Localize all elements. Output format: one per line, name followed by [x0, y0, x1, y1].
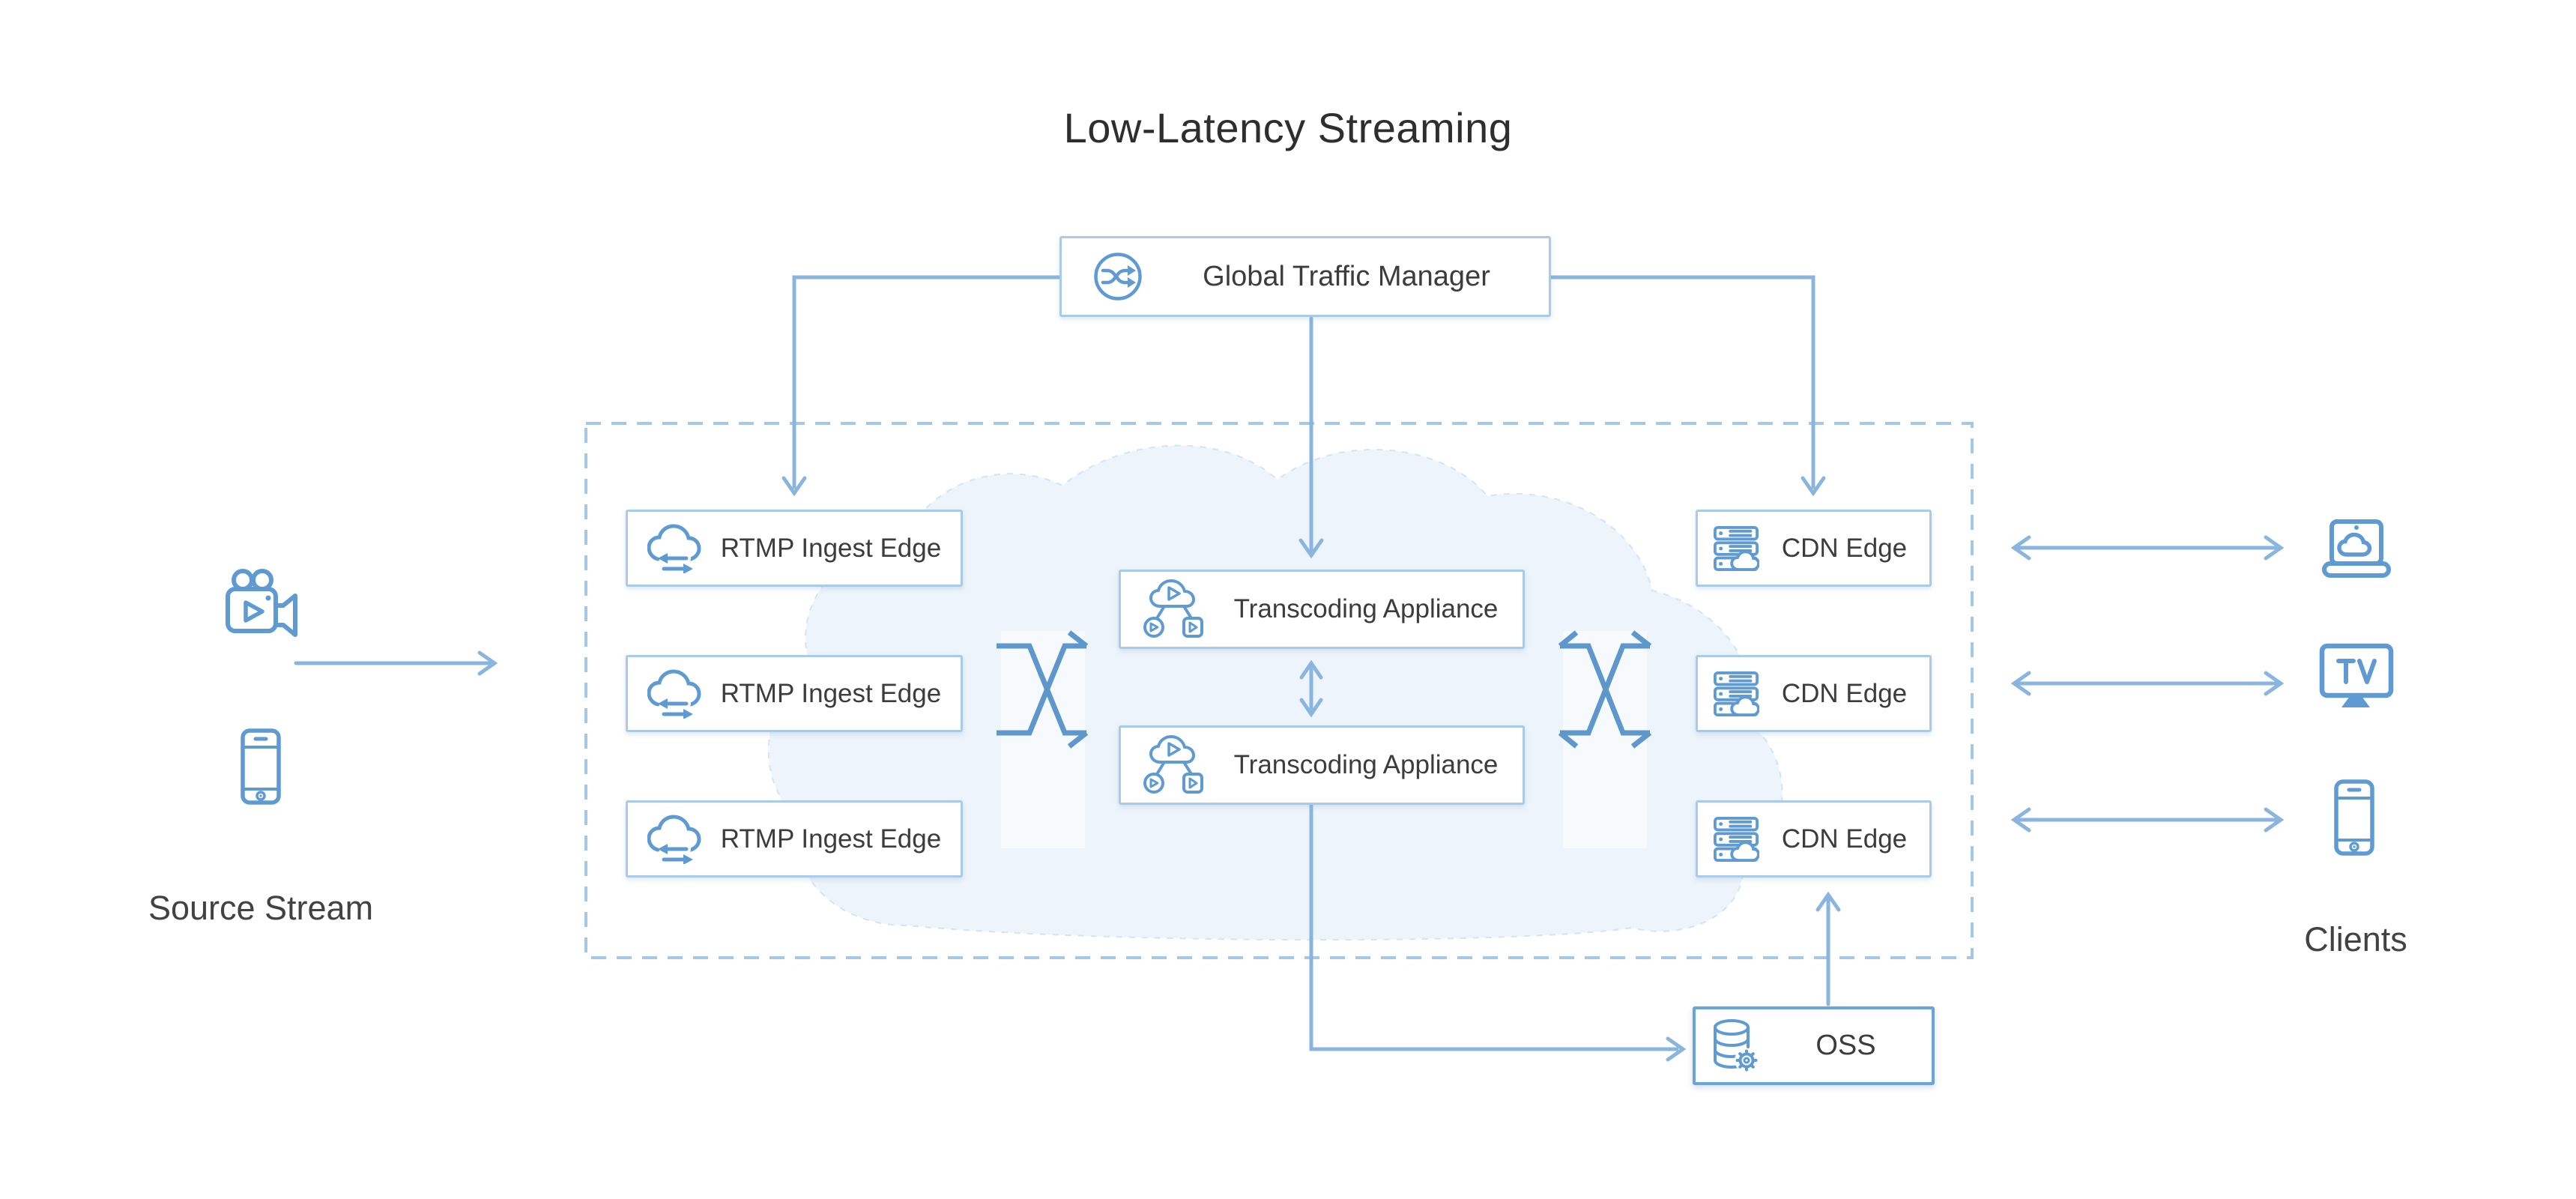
- cloud-transfer-icon: [647, 668, 701, 719]
- server-cloud-icon: [1713, 816, 1759, 863]
- cluster-dashed-border: [584, 422, 1974, 959]
- node-label: RTMP Ingest Edge: [720, 533, 942, 563]
- smartphone-icon: [2333, 779, 2375, 860]
- arrow-gtm-to-cdn1: [1551, 275, 1826, 497]
- source-stream-label: Source Stream: [148, 889, 374, 927]
- smartphone-icon: [240, 728, 282, 809]
- node-cdn-edge-3: CDN Edge: [1696, 800, 1932, 878]
- laptop-cloud-icon: [2315, 519, 2398, 585]
- crossbar-right-band: [1563, 631, 1647, 848]
- node-label: RTMP Ingest Edge: [720, 824, 942, 854]
- server-cloud-icon: [1713, 525, 1759, 572]
- node-label: Transcoding Appliance: [1233, 594, 1499, 623]
- shuffle-icon: [1092, 250, 1144, 303]
- crossover-right-icon: [1558, 630, 1652, 749]
- arrow-transcoding-bidirectional: [1299, 659, 1323, 718]
- node-global-traffic-manager: Global Traffic Manager: [1059, 236, 1551, 317]
- node-label: CDN Edge: [1781, 824, 1908, 854]
- arrow-gtm-to-rtmp1: [781, 275, 1059, 497]
- node-rtmp-ingest-edge-2: RTMP Ingest Edge: [626, 655, 963, 732]
- node-rtmp-ingest-edge-3: RTMP Ingest Edge: [626, 800, 963, 878]
- node-cdn-edge-2: CDN Edge: [1696, 655, 1932, 732]
- node-label: RTMP Ingest Edge: [720, 678, 942, 708]
- arrow-cdn3-to-phone: [2010, 807, 2285, 833]
- cloud-transfer-icon: [647, 814, 701, 864]
- cloud-transfer-icon: [647, 523, 701, 573]
- node-transcoding-appliance-1: Transcoding Appliance: [1119, 570, 1525, 649]
- arrow-cdn2-to-tv: [2010, 671, 2285, 696]
- node-label: Global Traffic Manager: [1203, 260, 1490, 292]
- arrow-transcoding-to-oss: [1309, 805, 1687, 1062]
- page-title: Low-Latency Streaming: [1063, 104, 1513, 151]
- clients-label: Clients: [2304, 920, 2407, 958]
- server-cloud-icon: [1713, 671, 1759, 717]
- tv-icon: [2319, 643, 2394, 716]
- node-label: OSS: [1815, 1030, 1876, 1061]
- node-cdn-edge-1: CDN Edge: [1696, 510, 1932, 587]
- video-camera-icon: [223, 564, 301, 642]
- transcode-cloud-icon: [1137, 578, 1209, 641]
- arrow-source-to-cluster: [294, 650, 498, 676]
- arrow-cdn1-to-laptop: [2010, 535, 2285, 561]
- node-label: Transcoding Appliance: [1233, 750, 1499, 779]
- crossbar-left-band: [1001, 631, 1085, 848]
- crossover-left-icon: [997, 630, 1089, 749]
- arrow-oss-to-cdn3: [1815, 891, 1841, 1006]
- node-oss: OSS: [1693, 1006, 1935, 1085]
- transcode-cloud-icon: [1137, 734, 1209, 797]
- node-label: CDN Edge: [1781, 678, 1908, 708]
- node-rtmp-ingest-edge-1: RTMP Ingest Edge: [626, 510, 963, 587]
- node-label: CDN Edge: [1781, 533, 1908, 563]
- arrow-gtm-to-transcoding: [1298, 316, 1324, 559]
- database-gear-icon: [1712, 1018, 1760, 1074]
- node-transcoding-appliance-2: Transcoding Appliance: [1119, 725, 1525, 805]
